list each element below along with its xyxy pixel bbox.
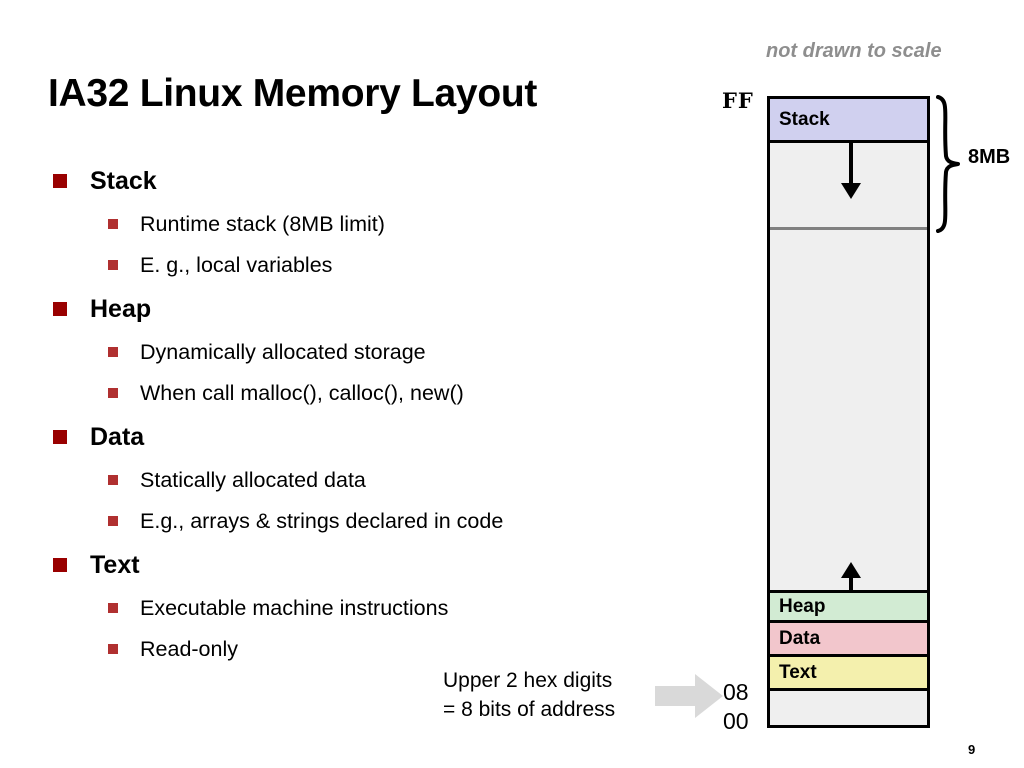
sub-bullet: Runtime stack (8MB limit) (50, 204, 670, 245)
callout-line-1: Upper 2 hex digits (443, 669, 613, 692)
memory-block-label: Heap (779, 595, 826, 617)
page-number: 9 (968, 742, 976, 757)
stack-size-annotation: 8MB (934, 94, 1024, 234)
address-label-bottom-high: 08 (723, 679, 749, 705)
sub-bullet: Read-only (50, 629, 670, 670)
curly-brace-icon (936, 95, 960, 233)
bullet-group-data: Data (50, 414, 670, 460)
sub-bullet-label: Dynamically allocated storage (140, 340, 426, 364)
page-title: IA32 Linux Memory Layout (48, 72, 538, 115)
sub-bullet: E.g., arrays & strings declared in code (50, 501, 670, 542)
memory-block-label: Text (779, 661, 817, 683)
memory-block-text: Text (770, 657, 927, 691)
sub-bullet-label: When call malloc(), calloc(), new() (140, 381, 464, 405)
bullet-label: Stack (90, 167, 157, 195)
bullet-label: Heap (90, 295, 152, 323)
sub-bullet-square-icon (108, 603, 118, 613)
address-label-top: FF (722, 88, 754, 113)
memory-block-stack: Stack (770, 99, 927, 143)
sub-bullet-label: Statically allocated data (140, 468, 366, 492)
heap-growth-up-arrow-icon (841, 562, 861, 593)
bullet-square-icon (53, 302, 67, 316)
sub-bullet-label: Read-only (140, 637, 238, 661)
sub-bullet-label: E. g., local variables (140, 253, 333, 277)
stack-limit-divider (770, 227, 927, 230)
memory-block-data: Data (770, 623, 927, 657)
memory-layout-diagram: Stack Heap Data Text (767, 96, 930, 728)
sub-bullet-square-icon (108, 475, 118, 485)
bullet-list: Stack Runtime stack (8MB limit) E. g., l… (50, 158, 670, 670)
not-drawn-to-scale-note: not drawn to scale (766, 40, 942, 62)
sub-bullet-square-icon (108, 388, 118, 398)
address-label-bottom-low: 00 (723, 708, 749, 734)
memory-block-label: Data (779, 627, 821, 649)
bullet-group-stack: Stack (50, 158, 670, 204)
brace-label: 8MB (968, 146, 1011, 168)
sub-bullet-label: E.g., arrays & strings declared in code (140, 509, 504, 533)
address-callout-text: Upper 2 hex digits = 8 bits of address (443, 666, 615, 724)
sub-bullet: Statically allocated data (50, 460, 670, 501)
right-arrow-icon (655, 674, 723, 718)
stack-growth-down-arrow-icon (841, 143, 861, 199)
callout-line-2: = 8 bits of address (443, 698, 616, 721)
sub-bullet-square-icon (108, 347, 118, 357)
sub-bullet: When call malloc(), calloc(), new() (50, 373, 670, 414)
sub-bullet: Executable machine instructions (50, 588, 670, 629)
sub-bullet-label: Runtime stack (8MB limit) (140, 212, 385, 236)
sub-bullet: Dynamically allocated storage (50, 332, 670, 373)
bullet-square-icon (53, 430, 67, 444)
sub-bullet-label: Executable machine instructions (140, 596, 449, 620)
bullet-square-icon (53, 558, 67, 572)
bullet-label: Text (90, 551, 140, 579)
sub-bullet: E. g., local variables (50, 245, 670, 286)
memory-block-label: Stack (779, 108, 830, 130)
bullet-label: Data (90, 423, 145, 451)
sub-bullet-square-icon (108, 219, 118, 229)
sub-bullet-square-icon (108, 516, 118, 526)
sub-bullet-square-icon (108, 644, 118, 654)
bullet-square-icon (53, 174, 67, 188)
bullet-group-text: Text (50, 542, 670, 588)
sub-bullet-square-icon (108, 260, 118, 270)
bullet-group-heap: Heap (50, 286, 670, 332)
memory-block-heap: Heap (770, 590, 927, 623)
